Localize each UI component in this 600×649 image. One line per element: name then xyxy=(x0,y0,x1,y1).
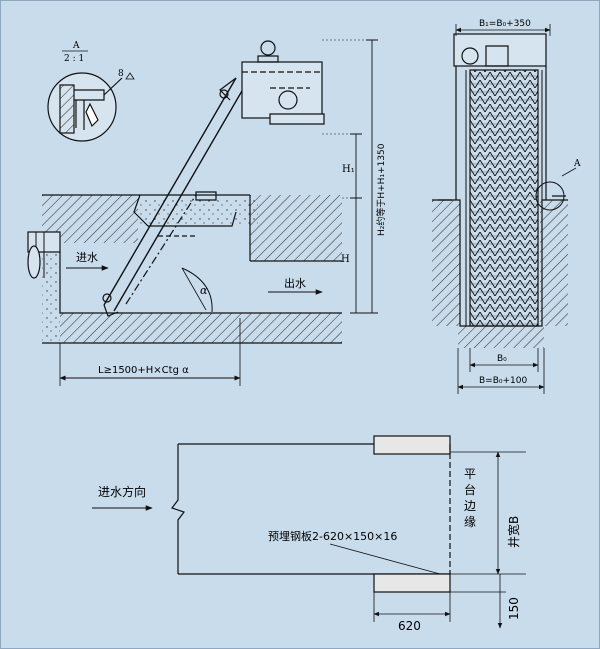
section-marker-label: A xyxy=(573,159,581,169)
detail-circle-a xyxy=(47,72,123,142)
embedded-plate-top xyxy=(373,435,451,455)
detail-label-scale: 2 : 1 xyxy=(64,54,84,64)
well-width-label: 井宽B xyxy=(506,516,521,548)
platform-edge-label: 平台边缘 xyxy=(464,467,476,529)
weld-size-label: 8 xyxy=(118,69,124,79)
plan-view xyxy=(92,435,526,629)
angle-label: α xyxy=(200,284,208,297)
embedded-plate-label: 预埋钢板2-620×150×16 xyxy=(268,529,397,543)
embedded-plate-bottom xyxy=(373,573,451,593)
total-height-label: H₂约等于H+H₁+1350 xyxy=(375,143,387,236)
plan-direction-label: 进水方向 xyxy=(98,484,146,499)
front-elevation xyxy=(432,24,577,394)
inlet-label: 进水 xyxy=(76,251,98,264)
front-bottom-width-label: B=B₀+100 xyxy=(479,376,527,386)
side-elevation: A 2 : 1 8 α xyxy=(27,39,378,386)
detail-label-top: A xyxy=(72,41,80,51)
plate-width-label: 150 xyxy=(507,597,521,620)
outlet-label: 出水 xyxy=(284,276,306,290)
front-top-width-label: B₁=B₀+350 xyxy=(479,19,531,29)
plate-length-label: 620 xyxy=(398,619,421,633)
length-formula-label: L≥1500+H×Ctg α xyxy=(98,365,189,376)
front-inner-width-label: B₀ xyxy=(497,354,507,364)
h1-dimension-label: H₁ xyxy=(342,164,355,175)
h-dimension-label: H xyxy=(341,254,350,265)
